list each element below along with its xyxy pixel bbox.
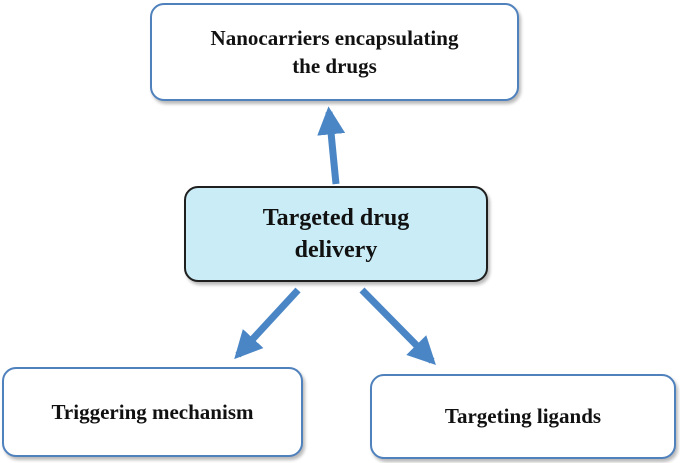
node-targeting-ligands: Targeting ligands — [370, 374, 676, 459]
node-nanocarriers: Nanocarriers encapsulating the drugs — [150, 3, 519, 101]
arrow-center-to-left — [234, 287, 301, 360]
node-targeted-drug-delivery: Targeted drug delivery — [184, 186, 488, 282]
arrow-center-to-top — [317, 106, 346, 185]
node-targeting-ligands-label: Targeting ligands — [444, 404, 602, 429]
node-nanocarriers-label: Nanocarriers encapsulating the drugs — [210, 25, 459, 78]
node-triggering-mechanism: Triggering mechanism — [2, 367, 303, 457]
node-triggering-mechanism-label: Triggering mechanism — [51, 399, 254, 424]
node-targeted-drug-delivery-label: Targeted drug delivery — [262, 204, 410, 263]
arrow-center-to-right — [359, 287, 436, 365]
